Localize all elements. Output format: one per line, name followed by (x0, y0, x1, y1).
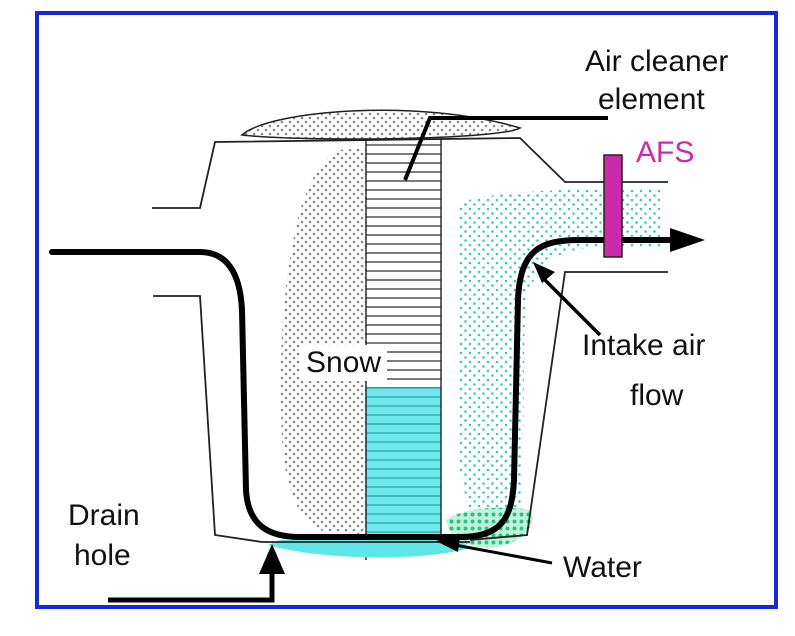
label-air-cleaner-line1: Air cleaner (585, 45, 729, 78)
label-drain-line1: Drain (68, 499, 140, 532)
outlet-arrow (670, 228, 705, 252)
housing-outline (152, 137, 668, 543)
label-air-cleaner-line2: element (598, 83, 705, 116)
label-snow: Snow (300, 345, 388, 381)
label-drain-line2: hole (74, 539, 131, 572)
water-leader-line (454, 543, 553, 565)
label-intake-line1: Intake air (582, 329, 706, 362)
water-leader-arrow (436, 535, 460, 552)
snow-region (280, 148, 366, 535)
label-water: Water (563, 551, 642, 584)
intake-leader-line (538, 273, 602, 337)
label-intake-line2: flow (630, 379, 684, 412)
airflow-dotted-region (458, 188, 660, 520)
air-cleaner-element-wet (366, 388, 441, 536)
label-afs: AFS (636, 136, 695, 169)
intake-flow-line (49, 237, 678, 540)
afs-sensor (603, 154, 623, 258)
intake-leader-arrow (533, 262, 555, 283)
air-cleaner-leader (403, 116, 608, 181)
drain-arrow-line (108, 570, 275, 603)
water-pool (268, 540, 470, 558)
drain-arrow-head (259, 544, 285, 574)
